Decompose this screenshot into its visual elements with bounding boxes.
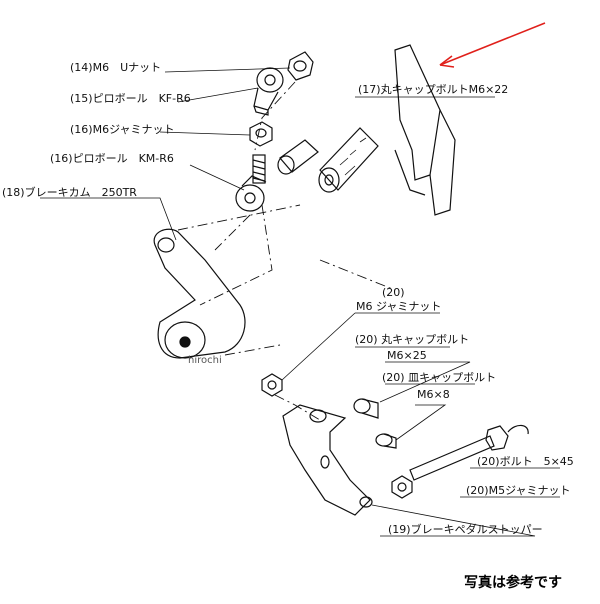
label-brake-pedal-stopper: (19)ブレーキペダルストッパー [388, 523, 543, 536]
m6-jam-nut-20-part [261, 373, 283, 397]
label-cap-bolt-20-size: M6×25 [387, 349, 427, 362]
bolt-5x45-part [409, 424, 529, 481]
label-pillow-ball-km: (16)ピロボール KM-R6 [50, 152, 174, 165]
pillow-ball-km-part [235, 175, 267, 212]
label-pillow-ball-kf: (15)ピロボール KF-R6 [70, 92, 191, 105]
pillow-ball-kf-part [253, 67, 284, 116]
round-cap-bolt-20-part [353, 398, 379, 419]
label-flat-bolt-20-size: M6×8 [417, 388, 450, 401]
frame-bracket [394, 149, 426, 196]
red-pointer-arrow [439, 22, 546, 68]
flat-cap-bolt-20-part [375, 433, 397, 449]
reference-photo-note: 写真は参考です [464, 575, 562, 591]
label-brake-cam: (18)ブレーキカム 250TR [2, 186, 137, 199]
label-cap-bolt-20: (20) 丸キャップボルト [355, 333, 470, 346]
jam-nut-16-part [249, 121, 273, 147]
threaded-stud [252, 154, 266, 184]
frame-tube [394, 44, 441, 181]
u-nut-part [287, 51, 314, 81]
label-jam-nut-16: (16)M6ジャミナット [70, 123, 175, 136]
label-u-nut: (14)M6 Uナット [70, 61, 162, 74]
frame-tube-2 [429, 109, 456, 216]
label-cap-bolt-17: (17)丸キャップボルトM6×22 [358, 83, 509, 96]
label-jam-nut-20: M6 ジャミナット [356, 300, 442, 313]
label-flat-bolt-20: (20) 皿キャップボルト [382, 371, 497, 384]
brake-pedal-stopper-part [282, 404, 373, 516]
label-leaders [40, 67, 560, 537]
pin-part [277, 139, 319, 175]
watermark: hirochi [188, 355, 222, 366]
sleeve-part [318, 127, 379, 193]
m5-jam-nut-part [391, 475, 413, 499]
label-bolt-5x45: (20)ボルト 5×45 [477, 455, 574, 468]
brake-cam-part [153, 228, 246, 359]
dashed-leaders [177, 81, 396, 421]
label-jam-nut-20-num: (20) [382, 286, 405, 299]
label-m5-jam-nut: (20)M5ジャミナット [466, 484, 571, 497]
